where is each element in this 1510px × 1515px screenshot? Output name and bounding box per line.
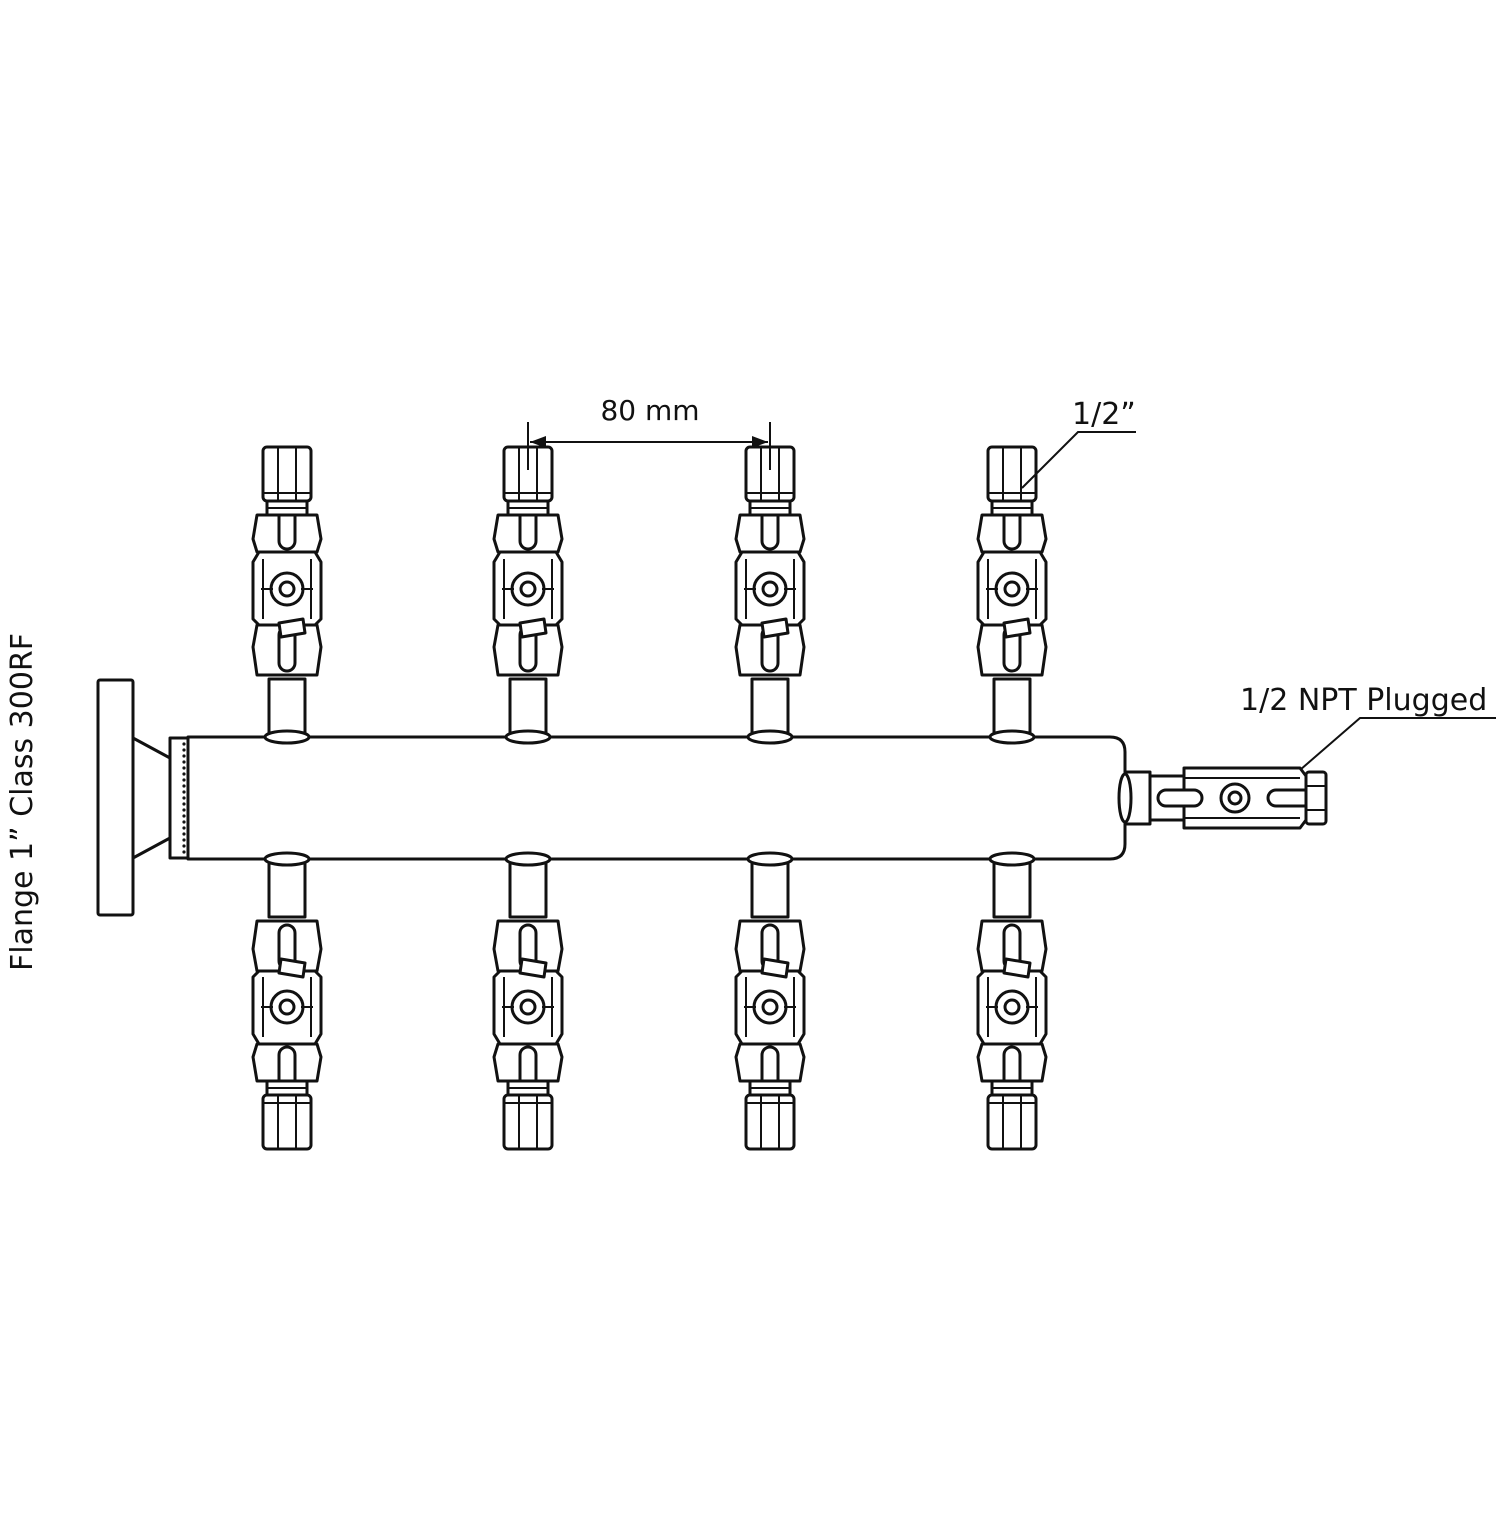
- branch-valve-top: [251, 445, 323, 745]
- branch-valve-top: [492, 445, 564, 745]
- port-size-label: 1/2”: [1072, 397, 1136, 432]
- top-valve-row: [251, 445, 1048, 745]
- port-size-callout: 1/2”: [1021, 397, 1136, 489]
- branch-valve-bottom: [734, 851, 806, 1151]
- end-port-label: 1/2 NPT Plugged: [1240, 683, 1487, 718]
- bottom-valve-row: [251, 851, 1048, 1151]
- branch-valve-top: [734, 445, 806, 745]
- end-port-plug: [1117, 766, 1328, 830]
- branch-valve-top: [976, 445, 1048, 745]
- spacing-dimension: 80 mm: [527, 394, 771, 470]
- end-port-callout: 1/2 NPT Plugged: [1240, 683, 1496, 771]
- branch-valve-bottom: [492, 851, 564, 1151]
- spacing-label: 80 mm: [600, 394, 699, 427]
- flange-label: Flange 1” Class 300RF: [5, 633, 40, 971]
- branch-valve-bottom: [976, 851, 1048, 1151]
- branch-valve-bottom: [251, 851, 323, 1151]
- manifold-header: [186, 735, 1127, 861]
- flange: [96, 678, 190, 917]
